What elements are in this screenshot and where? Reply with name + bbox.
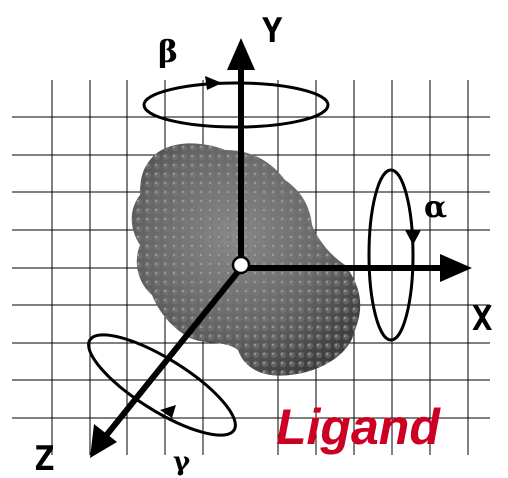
beta-rotation-arrow (142, 81, 330, 129)
y-axis-arrowhead-icon (227, 38, 255, 70)
gamma-rotation-arrow (87, 333, 237, 437)
y-axis-label: Y (262, 11, 283, 51)
x-axis-arrowhead-icon (440, 254, 472, 282)
z-axis-label: Z (34, 439, 54, 478)
coordinate-axes (102, 62, 445, 439)
alpha-rotation-arrow (367, 168, 415, 342)
beta-label: β (158, 35, 178, 70)
alpha-arrowhead-icon (405, 230, 421, 245)
beta-arrowhead-icon (205, 76, 222, 90)
alpha-label: α (424, 190, 447, 225)
gamma-label: γ (173, 447, 191, 477)
origin-point-icon (231, 255, 251, 275)
x-axis-label: X (472, 299, 493, 339)
z-axis-arrowhead-icon (90, 424, 117, 458)
gamma-arrowhead-icon (160, 405, 176, 418)
ligand-caption: Ligand (276, 399, 441, 455)
